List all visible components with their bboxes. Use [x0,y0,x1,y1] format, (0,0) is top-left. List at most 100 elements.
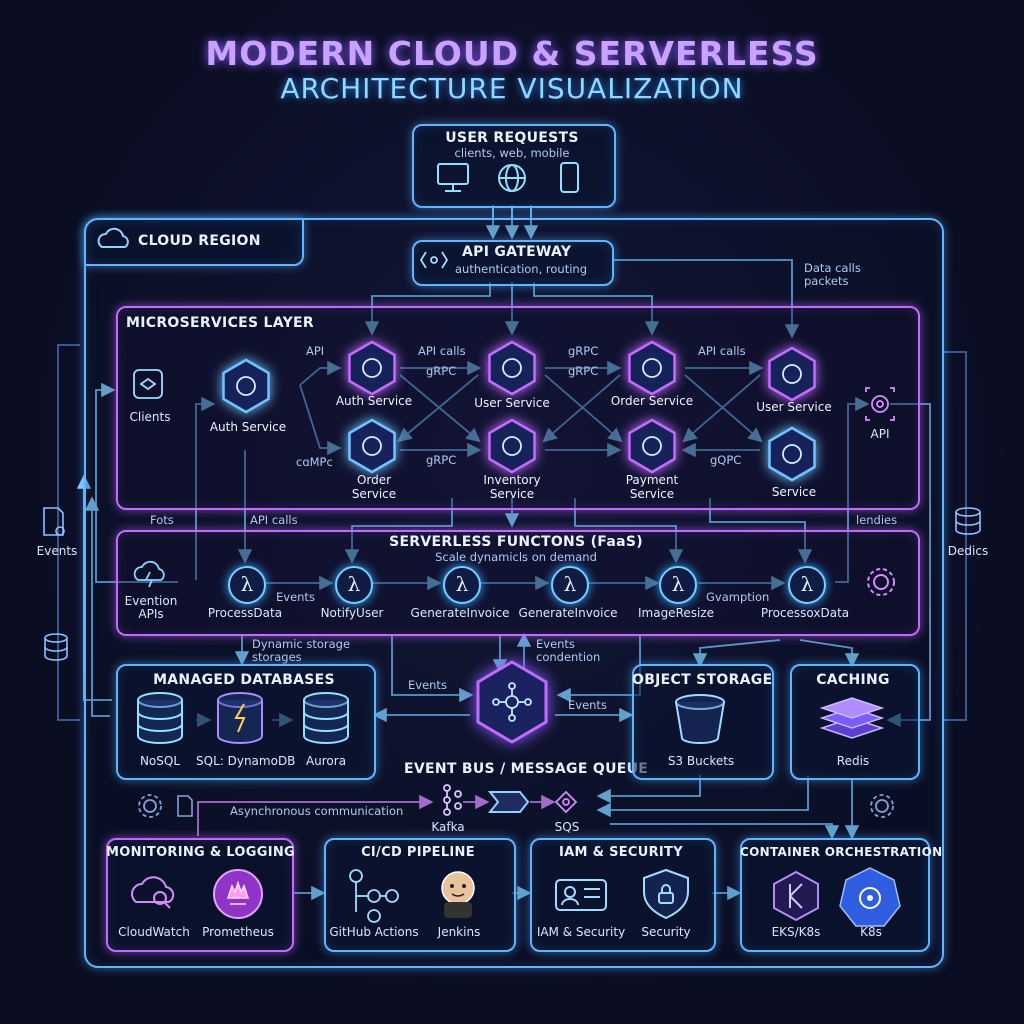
cloud-region-tab [84,218,304,266]
bucket-icon [675,694,725,744]
jenkins-icon [441,871,475,918]
api-right-label: API [870,427,890,441]
cloudwatch-label: CloudWatch [118,925,190,939]
hex-user-service-right [768,346,816,402]
order-service-top-label: Order Service [610,394,694,408]
lendies-label: lendies [856,513,898,527]
lambda-function-label: ProcessoxData [760,606,850,620]
clients-label: Clients [129,410,171,424]
cloud-bolt-icon [133,560,165,588]
user-service-label: User Service [474,396,550,410]
object-storage-title: OBJECT STORAGE [632,672,773,688]
lambda-icon: λ [551,566,589,604]
hex-inventory-service-glyph [502,436,522,456]
github-actions-label: GitHub Actions [329,925,419,939]
redis-icon [819,697,885,739]
cloudwatch-icon [131,876,175,909]
mobile-icon [560,162,579,193]
condention-label: condention [536,650,601,664]
hex-user-service [488,340,536,396]
dynamodb-label: SQL: DynamoDB [196,754,296,768]
cloud-icon [97,227,129,248]
edge-grpc-2: gRPC [568,344,599,358]
dedics-side-label: Dedics [947,544,989,558]
microservices-title: MICROSERVICES LAYER [126,315,314,331]
async-communication-label: Asynchronous communication [230,804,404,818]
api-target-icon [865,387,895,421]
cicd-title: CI/CD PIPELINE [361,845,475,860]
kafka-icon [443,784,462,816]
hex-auth-service-left [222,358,270,414]
gear-icon [867,568,895,596]
lambda-function-label: ImageResize [637,606,715,620]
hex-order-service-top-glyph [642,358,662,378]
api-gateway-title: API GATEWAY [462,244,572,260]
api-calls-side-label: API calls [250,513,298,527]
inventory-service-label: Inventory Service [483,473,541,501]
shield-lock-icon [643,868,689,920]
hex-service-glyph [782,444,802,464]
lambda-icon: λ [659,566,697,604]
auth-service-left-label: Auth Service [209,420,287,434]
payment-service-label: Payment Service [625,473,679,501]
doc-icon [177,795,193,817]
user-service-right-label: User Service [756,400,832,414]
edge-grpc-5: gQPC [710,453,742,467]
order-service-label: Order Service [351,473,397,501]
edge-compe: cɑMPc [296,455,333,469]
edge-api-calls-2: API calls [698,344,746,358]
events-side-label: Events [36,544,78,558]
hex-inventory-service [488,418,536,474]
lambda-icon: λ [335,566,373,604]
hex-payment-service-glyph [642,436,662,456]
events-condention-label: Events [536,637,575,651]
hex-payment-service [628,418,676,474]
user-requests-box [412,124,616,208]
lambda-function-label: ProcessData [207,606,283,620]
dynamic-storage-label: Dynamic storage [252,637,351,651]
api-gateway-subtitle: authentication, routing [455,262,588,276]
diagram-subtitle: ARCHITECTURE VISUALIZATION [280,72,744,105]
hex-service [768,426,816,482]
auth-service-label: Auth Service [335,394,413,408]
edge-events-faas: Events [276,590,315,604]
eks-label: EKS/K8s [771,925,821,939]
user-requests-subtitle: clients, web, mobile [454,146,570,160]
monitoring-title: MONITORING & LOGGING [106,845,296,860]
edge-api-calls-1: API calls [418,344,466,358]
evention-label: Evention [124,594,178,608]
data-calls-sublabel: packets [804,274,849,288]
lambda-function-label: NotifyUser [320,606,384,620]
events-left-label: Events [408,678,447,692]
edge-grpc-3: gRPC [568,364,599,378]
stream-chevron-icon [487,791,530,813]
diagram-title: MODERN CLOUD & SERVERLESS [205,34,819,73]
clients-icon [133,369,163,399]
event-bus-title: EVENT BUS / MESSAGE QUEUE [404,761,649,777]
edge-grpc-1: gRPC [426,364,457,378]
dynamodb-icon [217,692,263,744]
user-requests-title: USER REQUESTS [445,130,579,146]
hex-order-service [348,418,396,474]
prometheus-label: Prometheus [202,925,274,939]
containers-box [740,838,930,952]
network-icon [492,682,532,722]
iam-title: IAM & SECURITY [559,845,683,860]
security-label: Security [641,925,691,939]
github-actions-icon [349,869,399,923]
prometheus-icon [213,869,263,919]
gateway-icon [419,251,449,269]
serverless-title: SERVERLESS FUNCTONS (FaaS) [389,534,643,550]
fots-label: Fots [150,513,174,527]
cloud-region-label: CLOUD REGION [138,233,261,249]
serverless-subtitle: Scale dynamicls on demand [435,550,597,564]
hex-order-service-top [628,340,676,396]
edge-api-left: API [306,344,325,358]
iam-security-label: IAM & Security [536,925,626,939]
hex-auth-service [348,340,396,396]
hex-user-service-right-glyph [782,364,802,384]
edge-grpc-4: gRPC [426,453,457,467]
